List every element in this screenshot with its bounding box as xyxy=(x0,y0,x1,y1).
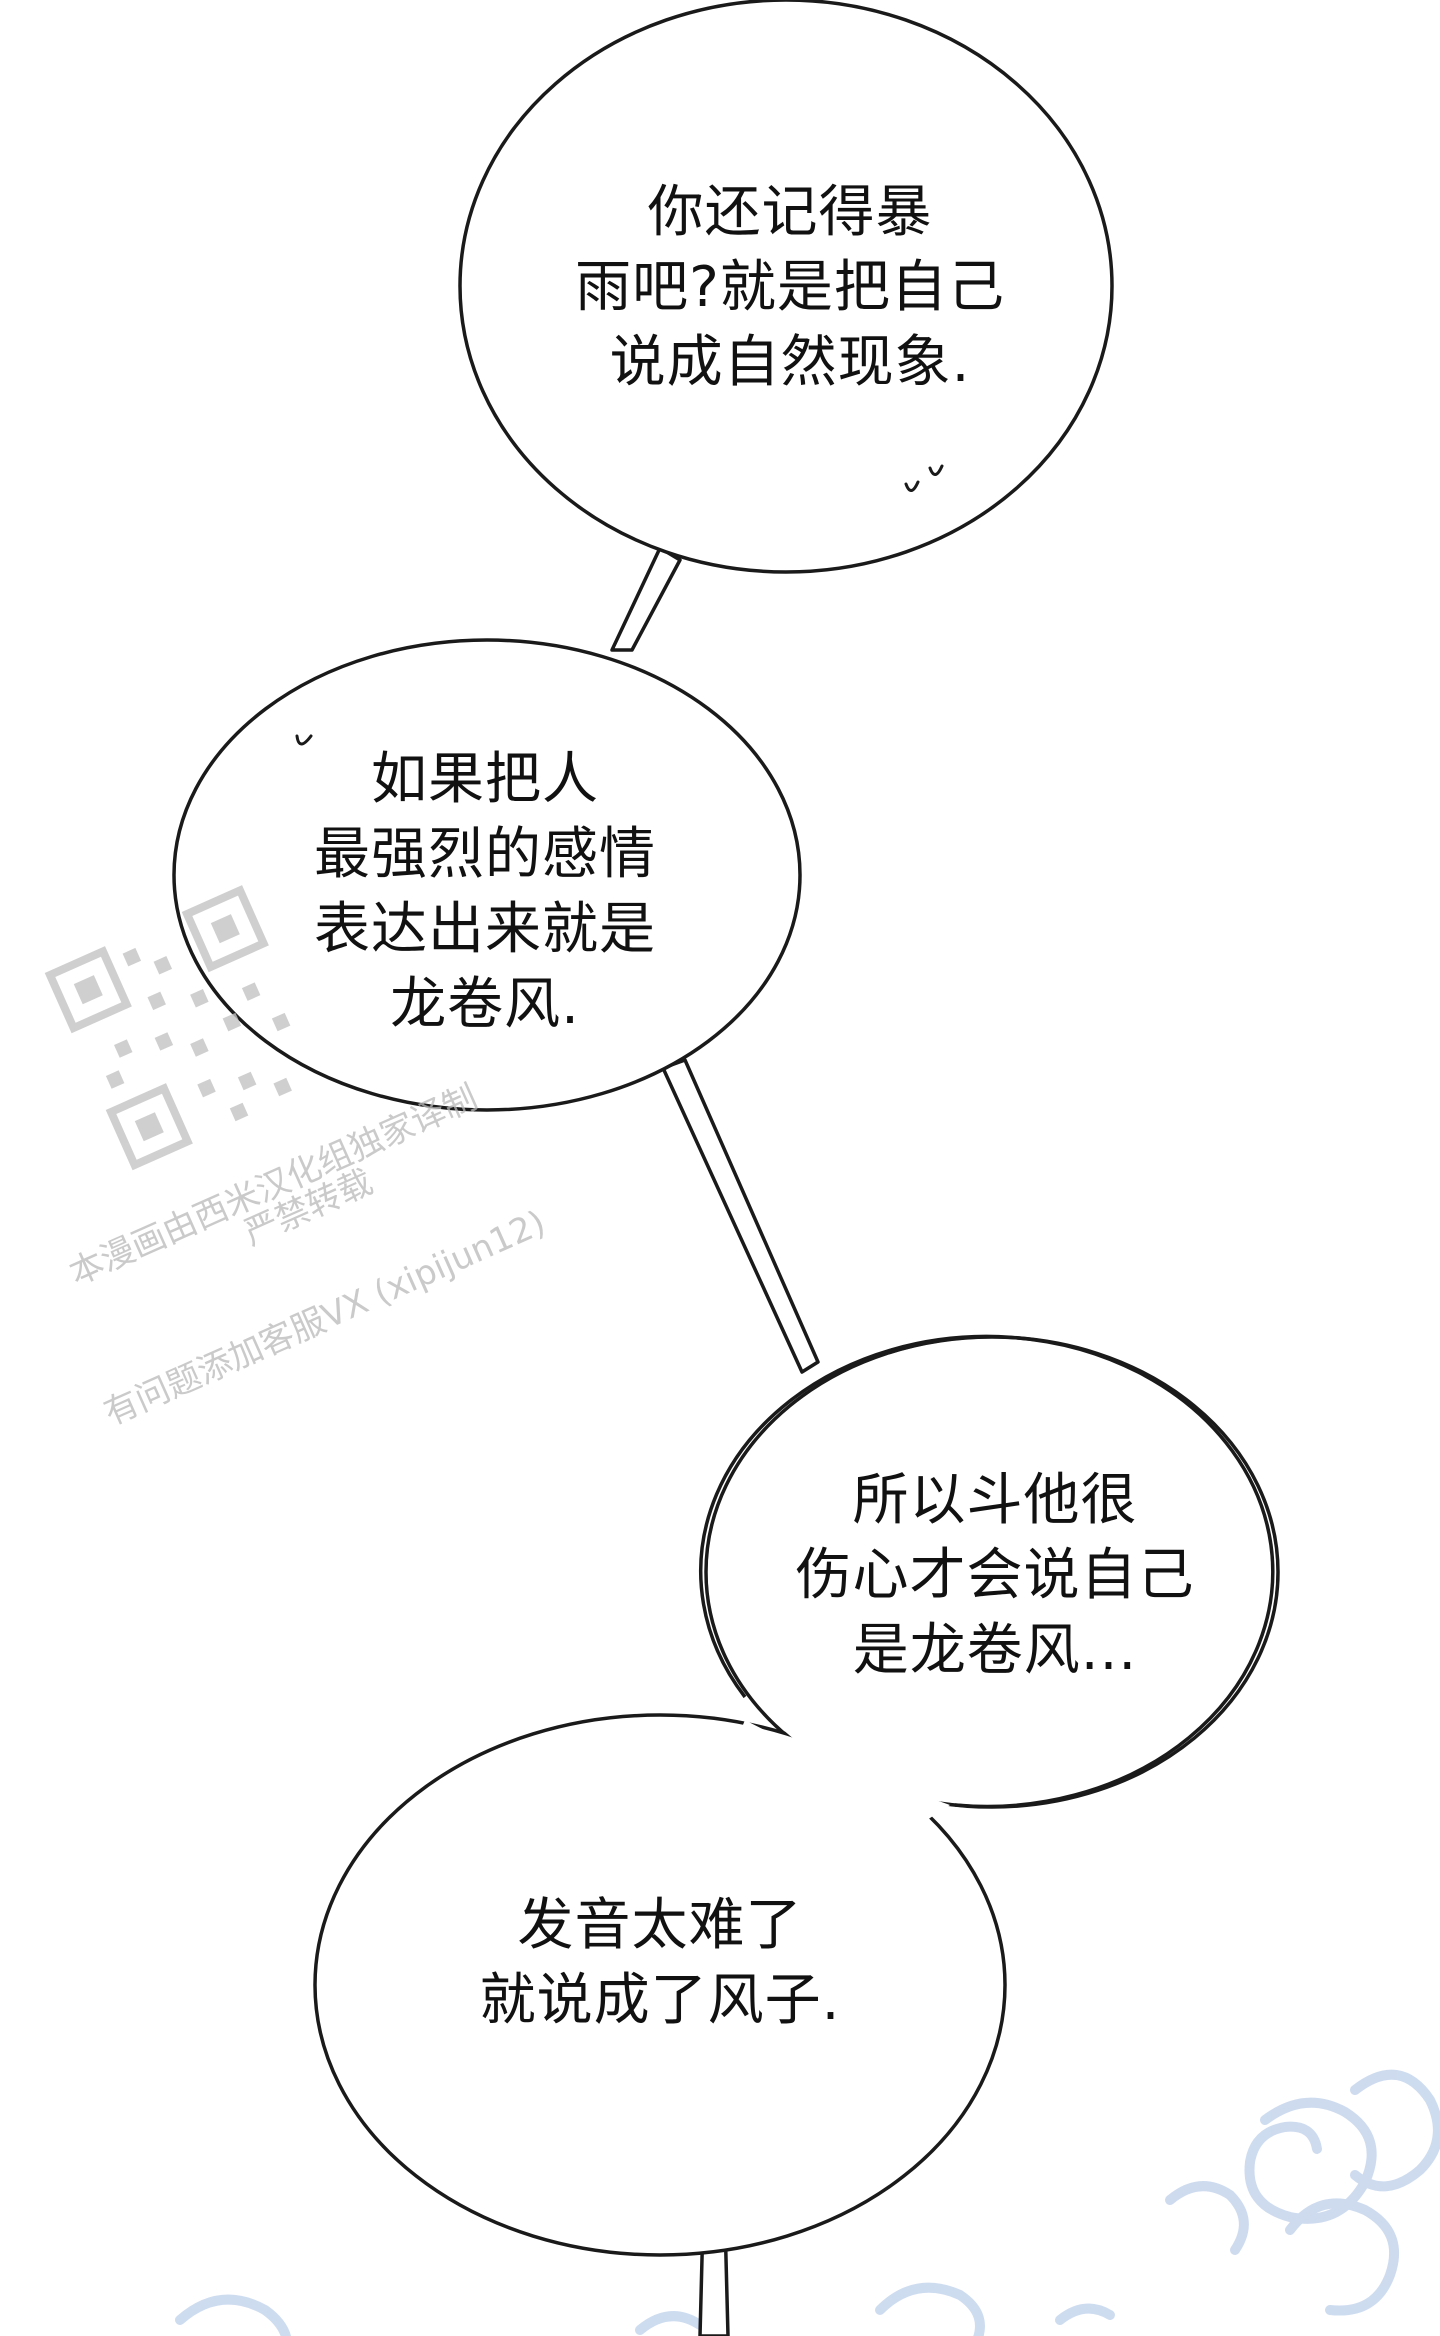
bubble-2-text: 如果把人 最强烈的感情 表达出来就是 龙卷风. xyxy=(250,742,720,1042)
bubble-2-line-3: 表达出来就是 xyxy=(314,897,656,962)
bubble-3-line-2: 伤心才会说自己 xyxy=(795,1543,1195,1608)
bubble-2-line-4: 龙卷风. xyxy=(390,972,580,1037)
bubble-3-text: 所以斗他很 伤心才会说自己 是龙卷风... xyxy=(760,1463,1230,1688)
bubble-2-line-2: 最强烈的感情 xyxy=(314,822,656,887)
bubble-2-line-1: 如果把人 xyxy=(371,747,599,812)
speech-bubble-2 xyxy=(172,638,802,1112)
qr-watermark xyxy=(44,885,292,1171)
bubble-4-line-1: 发音太难了 xyxy=(517,1893,803,1958)
bubble-1-line-3: 说成自然现象. xyxy=(609,330,971,395)
swirl-clouds xyxy=(175,2069,1440,2336)
sweat-marks xyxy=(295,464,944,746)
bubble-1-line-2: 雨吧?就是把自己 xyxy=(575,255,1005,320)
bubble-3-line-1: 所以斗他很 xyxy=(852,1468,1138,1533)
bubble-4-text: 发音太难了 就说成了风子. xyxy=(430,1888,890,2038)
bubble-1-line-1: 你还记得暴 xyxy=(647,180,933,245)
speech-bubble-1 xyxy=(458,0,1114,574)
bubble-1-text: 你还记得暴 雨吧?就是把自己 说成自然现象. xyxy=(540,175,1040,400)
bubble-3-line-3: 是龙卷风... xyxy=(852,1618,1138,1683)
bubble-4-line-2: 就说成了风子. xyxy=(479,1968,841,2033)
